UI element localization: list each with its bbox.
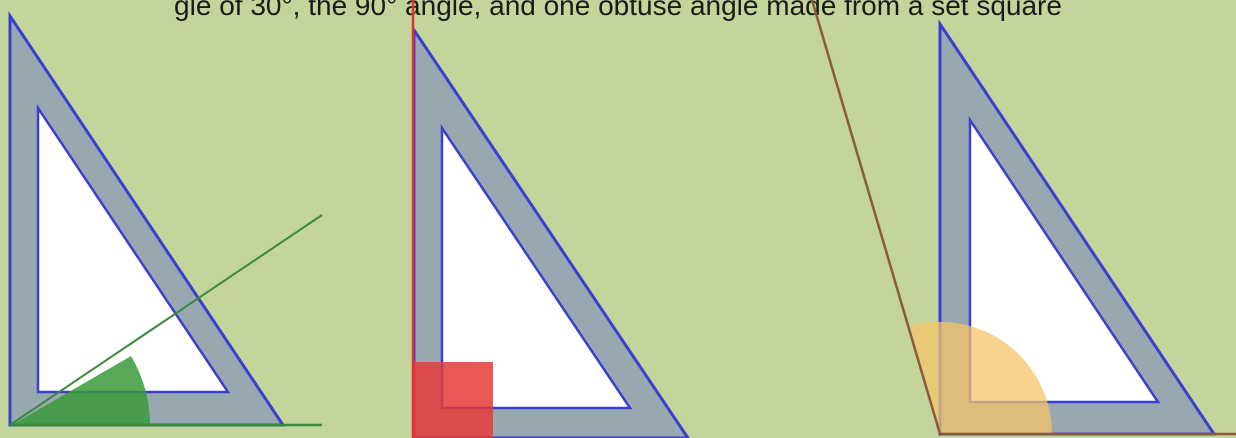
set-square-1-hole xyxy=(38,108,228,392)
panel-right-angle xyxy=(413,0,688,438)
ray-oblique-brown xyxy=(812,0,940,434)
panel-acute-angle xyxy=(10,16,322,425)
right-angle-marker xyxy=(414,362,493,438)
panel-obtuse-angle xyxy=(812,0,1236,434)
